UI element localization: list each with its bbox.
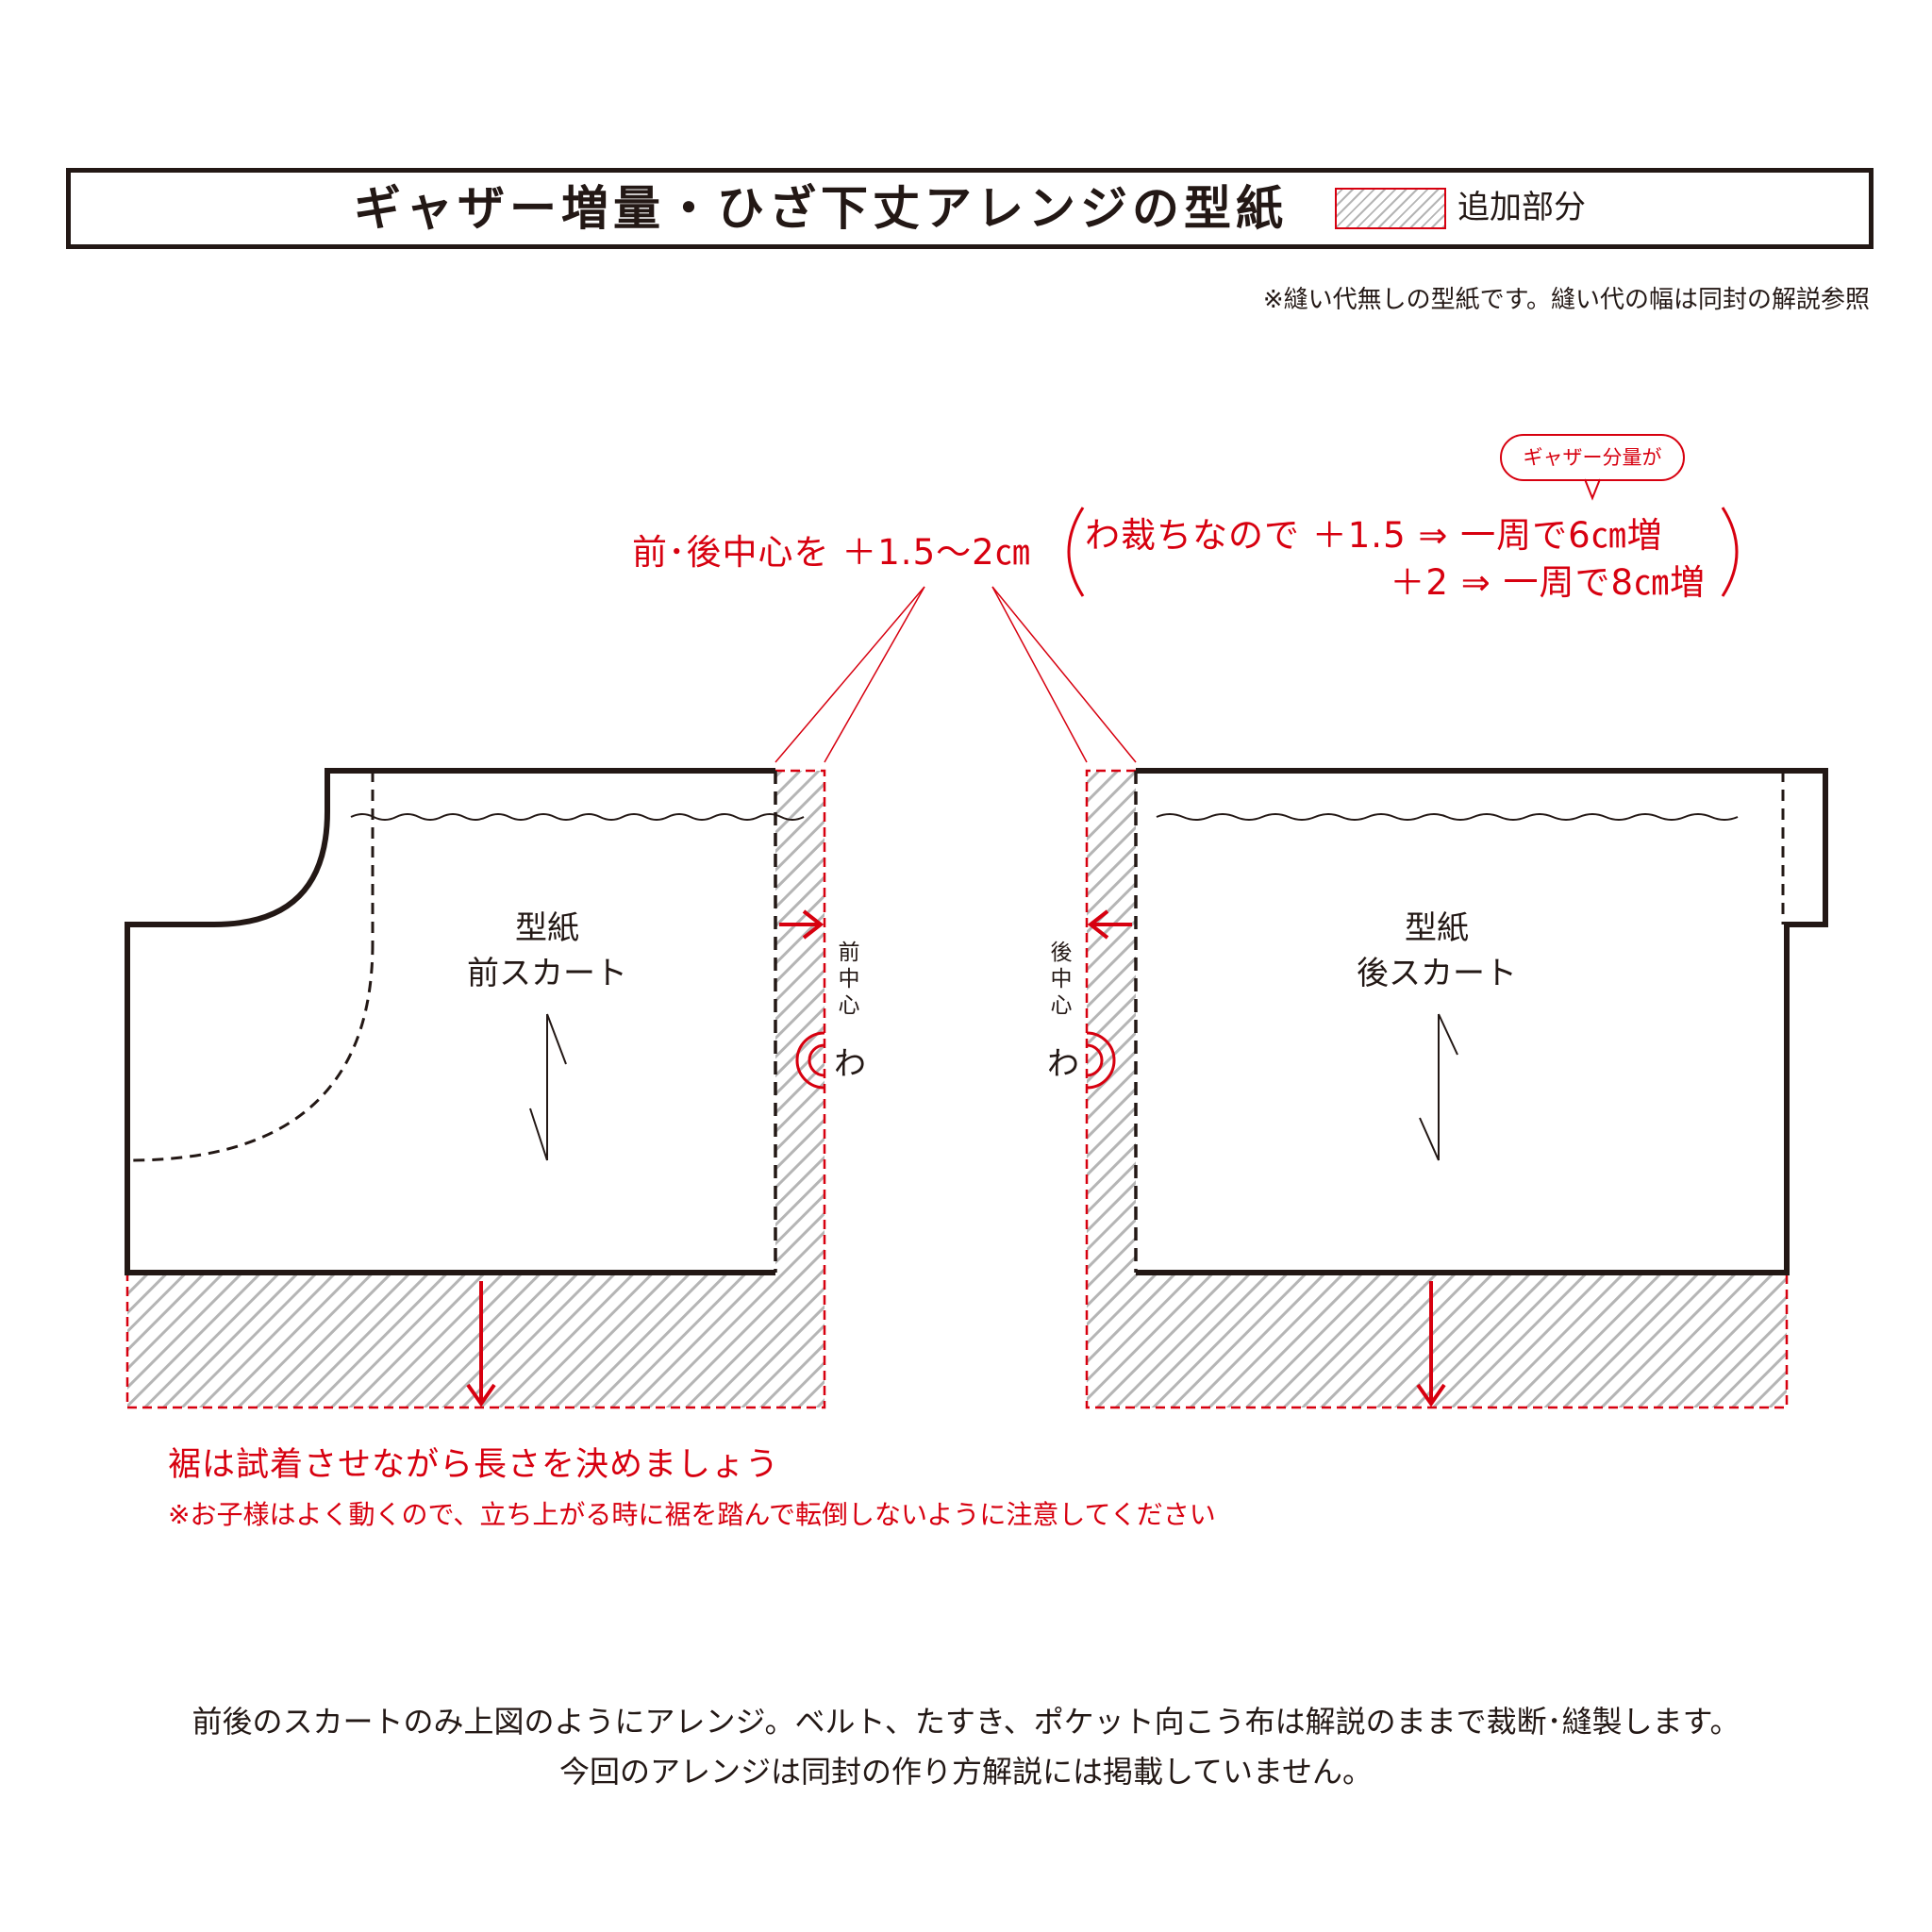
front-fold-label: わ (834, 1045, 866, 1083)
front-skirt-outline (125, 768, 775, 1275)
leader-line-front-2 (824, 586, 925, 763)
legend-swatch-added-area (1335, 188, 1446, 229)
hem-note: 裾は試着させながら長さを決めましょう (168, 1446, 780, 1484)
hem-caution-note: ※お子様はよく動くので、立ち上がる時に裾を踏んで転倒しないように注意してください (168, 1499, 1216, 1530)
page-title: ギャザー増量・ひざ下丈アレンジの型紙 (354, 181, 1288, 236)
back-fold-label: わ (1047, 1045, 1079, 1083)
front-fold-mark (795, 1031, 825, 1090)
front-label-line1: 型紙 (515, 909, 579, 947)
paren-right (1721, 507, 1739, 597)
back-grainline (1419, 1013, 1458, 1161)
back-piece-label: 型紙 後スカート (1338, 906, 1536, 996)
back-label-line2: 後スカート (1357, 955, 1517, 992)
leader-line-back-2 (991, 586, 1137, 763)
front-label-line2: 前スカート (467, 955, 627, 992)
back-added-outline (1085, 769, 1789, 1409)
front-center-label: 前中心 (838, 941, 860, 1018)
calc-line-1: わ裁ちなので ＋1.5 ⇒ 一周で6㎝増 (1085, 515, 1663, 556)
front-hem-arrow-head (466, 1383, 496, 1407)
back-fold-mark (1086, 1031, 1116, 1090)
front-grainline (529, 1013, 567, 1161)
back-gather-line (1156, 813, 1739, 821)
back-label-line1: 型紙 (1405, 909, 1469, 947)
footer-line-1: 前後のスカートのみ上図のようにアレンジ。ベルト、たすき、ポケット向こう布は解説の… (192, 1704, 1740, 1740)
front-gather-line (350, 813, 805, 821)
title-box: ギャザー増量・ひざ下丈アレンジの型紙 追加部分 (66, 168, 1874, 249)
back-skirt-outline (1136, 768, 1828, 1275)
back-hem-extension (1087, 1273, 1787, 1407)
front-center-arrow-head (802, 909, 824, 940)
gather-amount-bubble: ギャザー分量が (1500, 434, 1685, 481)
front-pocket-line (128, 942, 375, 1162)
leader-line-front-1 (774, 586, 925, 763)
calc-line-2: ＋2 ⇒ 一周で8㎝増 (1390, 562, 1706, 603)
back-hem-arrow-head (1416, 1383, 1446, 1407)
footer-line-2: 今回のアレンジは同封の作り方解説には掲載していません。 (558, 1754, 1374, 1790)
paren-left (1067, 507, 1085, 597)
bubble-tail (1584, 478, 1601, 501)
front-hem-extension (127, 1273, 824, 1407)
front-piece-label: 型紙 前スカート (448, 906, 646, 996)
leader-line-back-1 (991, 586, 1088, 763)
back-center-arrow-head (1087, 909, 1109, 940)
seam-allowance-note: ※縫い代無しの型紙です。縫い代の幅は同封の解説参照 (1262, 286, 1870, 314)
front-added-outline (125, 769, 826, 1409)
center-add-annotation: 前･後中心を ＋1.5～2㎝ (632, 532, 1031, 573)
back-center-label: 後中心 (1050, 941, 1073, 1018)
legend-label: 追加部分 (1457, 189, 1586, 226)
